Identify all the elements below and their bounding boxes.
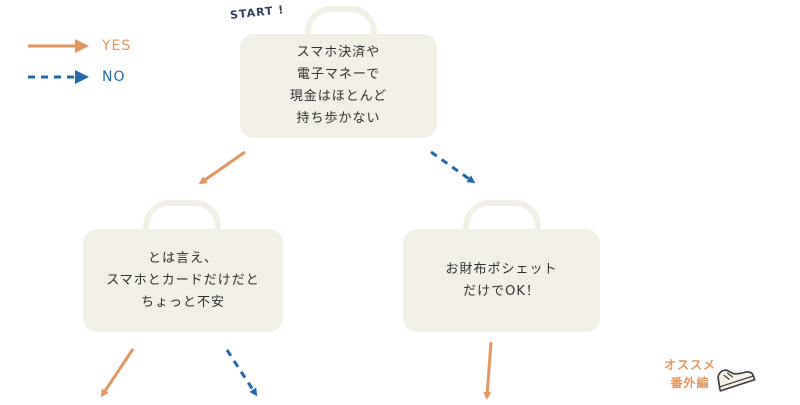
- legend-no-label: NO: [102, 69, 126, 85]
- left-node-line-2: スマホとカードだけだと: [106, 272, 260, 288]
- arrow-top-to-left-yes: [198, 150, 246, 185]
- arrow-top-to-right-no: [430, 150, 476, 184]
- arrow-left-yes-down: [100, 348, 135, 398]
- left-node-line-1: とは言え、: [147, 250, 218, 266]
- top-node: スマホ決済や 電子マネーで 現金はほとんど 持ち歩かない: [240, 34, 437, 138]
- top-node-handle: [305, 6, 377, 42]
- legend-yes-label: YES: [102, 38, 132, 54]
- left-node: とは言え、 スマホとカードだけだと ちょっと不安: [83, 229, 283, 332]
- right-node-line-2: だけでOK！: [463, 283, 540, 299]
- extra-label: オススメ 番外編: [664, 356, 716, 392]
- right-node-handle: [463, 200, 541, 236]
- sneaker-icon: [717, 369, 756, 392]
- right-node-line-1: お財布ポシェット: [445, 261, 558, 277]
- right-node: お財布ポシェット だけでOK！: [403, 229, 600, 332]
- arrow-left-no-down: [225, 349, 258, 397]
- arrow-right-yes-down: [483, 341, 493, 400]
- top-node-line-2: 電子マネーで: [296, 67, 381, 82]
- extra-label-line-2: 番外編: [670, 376, 710, 390]
- top-node-line-1: スマホ決済や: [296, 45, 381, 60]
- top-node-line-4: 持ち歩かない: [296, 111, 381, 126]
- top-node-line-3: 現金はほとんど: [289, 89, 388, 104]
- left-node-line-3: ちょっと不安: [140, 294, 225, 310]
- left-node-handle: [143, 200, 221, 236]
- extra-label-line-1: オススメ: [664, 358, 717, 372]
